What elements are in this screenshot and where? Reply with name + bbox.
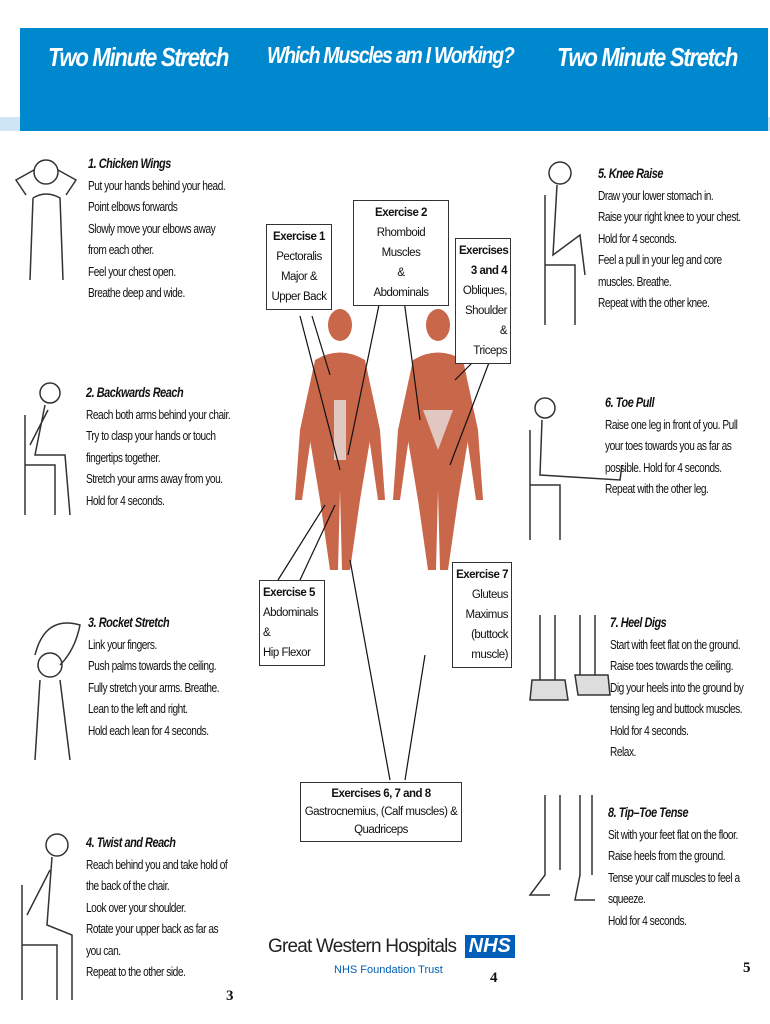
nhs-badge: NHS [464,935,515,958]
muscle-anatomy-illustration [295,309,483,570]
right-title: Two Minute Stretch [557,42,738,72]
page-number-4: 4 [490,970,498,986]
nhs-logo: Great Western Hospitals NHS NHS Foundati… [268,935,515,976]
center-title: Which Muscles am I Working? [267,42,515,68]
org-name: Great Western Hospitals [268,936,457,957]
chicken-wings-illustration [14,159,78,281]
twist-and-reach-illustration [21,833,73,1000]
knee-raise-illustration [544,161,586,325]
trust-name: NHS Foundation Trust [334,964,443,976]
left-title: Two Minute Stretch [48,42,229,72]
page-number-5: 5 [743,960,751,976]
toe-pull-illustration [529,397,623,540]
backwards-reach-illustration [24,382,71,516]
tip-toe-tense-illustration [528,795,595,901]
header-banner: Two Minute Stretch Which Muscles am I Wo… [20,28,768,131]
heel-digs-illustration [529,615,611,701]
page-number-3: 3 [226,988,234,1004]
rocket-stretch-illustration [34,622,81,761]
